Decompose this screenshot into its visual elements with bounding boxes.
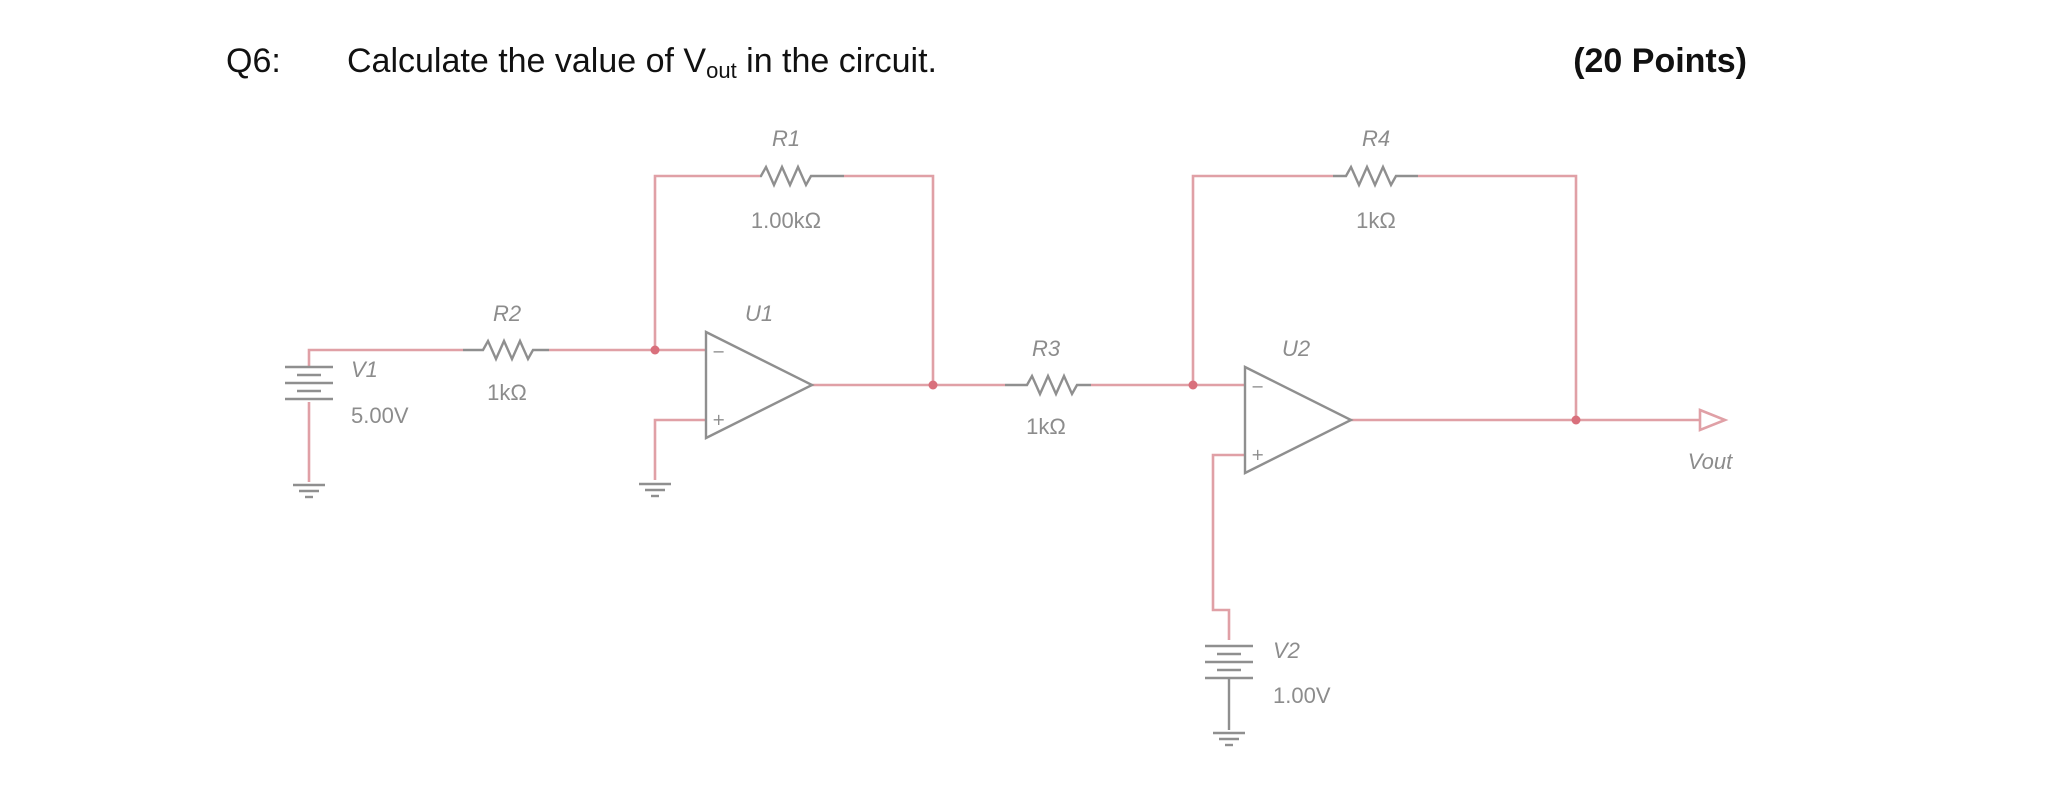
question-text: Calculate the value of Vout in the circu… [347, 42, 937, 84]
u2-opamp [1243, 365, 1354, 475]
r2-name-label: R2 [493, 301, 521, 326]
question-text-subscript: out [706, 58, 737, 83]
r1-resistor [759, 164, 844, 188]
r1-value-label: 1.00kΩ [751, 208, 821, 233]
question-text-end: in the circuit. [736, 42, 938, 80]
junction-u1-input [650, 345, 660, 355]
wire-u2-plus-to-v2 [1211, 453, 1245, 640]
wire-u1-plus-ground [653, 418, 706, 480]
v2-battery [1205, 644, 1253, 730]
r4-resistor [1333, 164, 1418, 188]
r4-name-label: R4 [1362, 126, 1390, 151]
question-text-start: Calculate the value of V [347, 42, 707, 80]
r4-value-label: 1kΩ [1356, 208, 1396, 233]
question-header: Q6: Calculate the value of Vout in the c… [0, 0, 2057, 120]
r3-resistor [1005, 373, 1091, 397]
u1-plus-sign: + [712, 410, 725, 429]
r3-name-label: R3 [1032, 336, 1061, 361]
junction-u2-output [1571, 415, 1581, 425]
v2-name-label: V2 [1273, 638, 1300, 663]
question-points: (20 Points) [1573, 42, 1747, 80]
u1-ground-icon [639, 482, 671, 498]
junction-u1-output [928, 380, 938, 390]
r3-value-label: 1kΩ [1026, 414, 1066, 439]
v1-battery [285, 365, 333, 401]
u2-minus-sign: − [1251, 377, 1264, 396]
question-number: Q6: [226, 42, 281, 80]
v2-ground-icon [1213, 731, 1245, 747]
u2-plus-sign: + [1251, 445, 1264, 464]
wire-u2-feedback [1191, 174, 1578, 420]
r2-resistor [463, 338, 549, 362]
v1-ground-icon [293, 483, 325, 499]
u2-name-label: U2 [1282, 336, 1310, 361]
v1-value-label: 5.00V [351, 403, 409, 428]
junction-u2-input [1188, 380, 1198, 390]
u1-name-label: U1 [745, 301, 773, 326]
vout-label: Vout [1688, 449, 1733, 474]
r1-name-label: R1 [772, 126, 800, 151]
wires [307, 174, 1700, 640]
u1-opamp [704, 330, 815, 440]
wire-u1-feedback [653, 174, 935, 385]
u1-minus-sign: − [712, 342, 725, 361]
vout-terminal-icon [1698, 408, 1729, 432]
v1-name-label: V1 [351, 357, 378, 382]
v2-value-label: 1.00V [1273, 683, 1331, 708]
r2-value-label: 1kΩ [487, 380, 527, 405]
wire-v1-top [307, 348, 463, 367]
